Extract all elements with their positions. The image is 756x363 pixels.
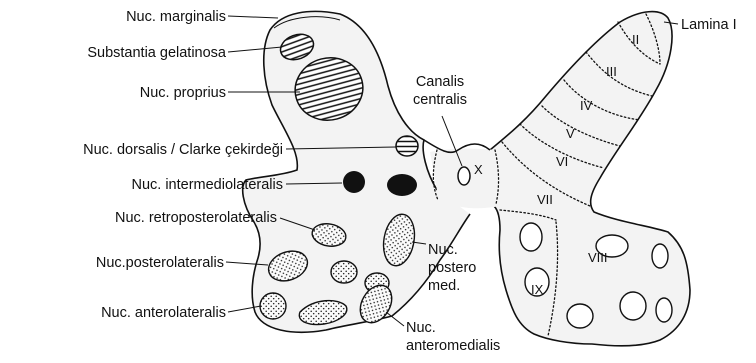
leader-nuc-marginalis (228, 16, 278, 18)
right-ventral-oval-4 (652, 244, 668, 268)
lamina-vi-label: VI (556, 154, 568, 169)
label-postero-line2: postero (428, 260, 476, 276)
lamina-vii-label: VII (537, 192, 553, 207)
label-nuc-retroposterolateralis: Nuc. retroposterolateralis (115, 210, 277, 226)
stippled-nucleus-center (331, 261, 357, 283)
right-ventral-oval-6 (567, 304, 593, 328)
label-nuc-posterolateralis: Nuc.posterolateralis (96, 255, 224, 271)
label-nuc-dorsalis: Nuc. dorsalis / Clarke çekirdeği (83, 142, 283, 158)
nuc-dorsalis-shape (396, 136, 418, 156)
label-nuc-marginalis: Nuc. marginalis (126, 9, 226, 25)
lamina-x-label: X (474, 162, 483, 177)
label-nuc-intermediolateralis: Nuc. intermediolateralis (131, 177, 283, 193)
nuc-intermediolateralis-shape (343, 171, 365, 193)
nuc-anterolateralis-shape (260, 293, 286, 319)
label-postero-line3: med. (428, 278, 460, 294)
lamina-iv-label: IV (580, 98, 593, 113)
right-ventral-oval-7 (656, 298, 672, 322)
lamina-iii-label: III (606, 64, 617, 79)
label-anteromed-line1: Nuc. (406, 320, 436, 336)
label-anteromed-line2: anteromedialis (406, 338, 500, 354)
right-ventral-oval-1 (520, 223, 542, 251)
lamina-ix-label: IX (531, 282, 544, 297)
right-ventral-oval-5 (620, 292, 646, 320)
label-nuc-anterolateralis: Nuc. anterolateralis (101, 305, 226, 321)
label-nuc-proprius: Nuc. proprius (140, 85, 226, 101)
label-canalis-line1: Canalis (416, 74, 464, 90)
lamina-ii-label: II (632, 32, 639, 47)
label-postero-line1: Nuc. (428, 242, 458, 258)
intermediolateral-second-shape (387, 174, 417, 196)
central-canal (458, 167, 470, 185)
label-lamina-i: Lamina I (681, 17, 737, 33)
label-substantia-gelatinosa: Substantia gelatinosa (87, 45, 227, 61)
label-canalis-line2: centralis (413, 92, 467, 108)
lamina-viii-label: VIII (588, 250, 608, 265)
lamina-v-label: V (566, 126, 575, 141)
